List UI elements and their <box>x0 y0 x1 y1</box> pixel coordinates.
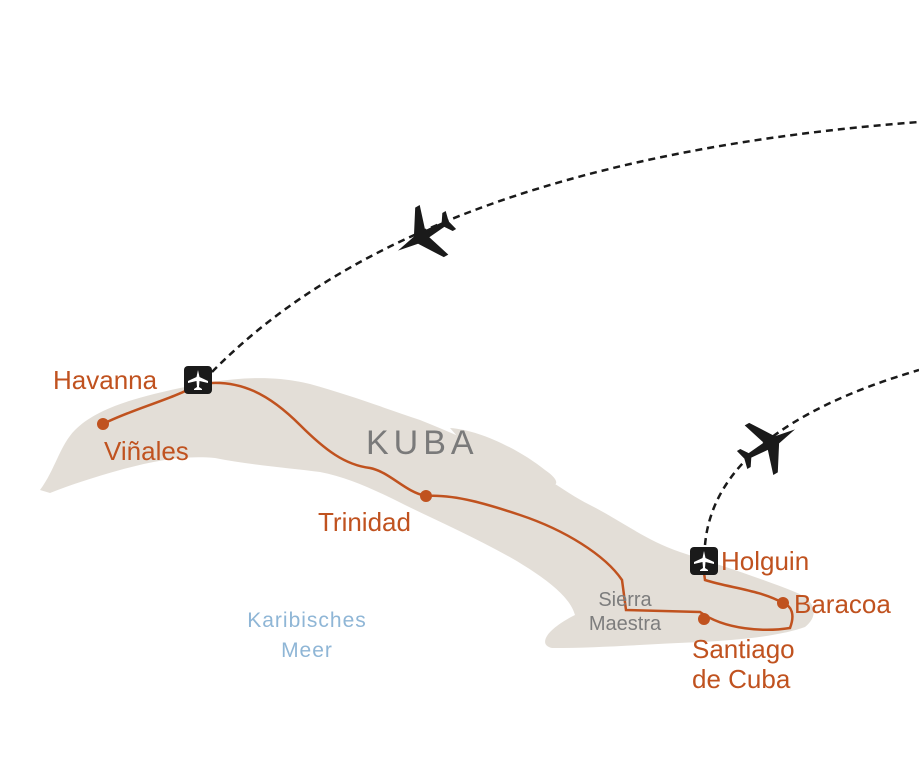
mountain-label-line: Maestra <box>588 613 662 635</box>
sea-label-line: Karibisches <box>247 609 367 632</box>
city-label-trinidad: Trinidad <box>318 507 411 537</box>
flight-path-east <box>703 368 919 546</box>
city-label-vinales: Viñales <box>104 436 189 466</box>
sea-label-line: Meer <box>281 639 333 662</box>
northern-cays <box>450 428 557 486</box>
airplane-icon <box>736 422 796 475</box>
flight-path-north <box>211 120 919 373</box>
tour-route <box>102 381 794 631</box>
city-label-havanna: Havanna <box>53 365 158 395</box>
city-label-line: de Cuba <box>692 664 791 694</box>
route-stop-dot <box>97 418 789 625</box>
city-label-santiago: Santiago de Cuba <box>692 634 795 694</box>
airport-icon[interactable] <box>184 366 212 394</box>
city-label-holguin: Holguin <box>721 546 810 576</box>
country-label: KUBA <box>366 424 479 462</box>
cuba-island <box>40 378 814 648</box>
airplane-icon <box>397 205 457 258</box>
city-label-line: Santiago <box>692 634 795 664</box>
airport-icon[interactable] <box>690 547 718 575</box>
city-label-baracoa: Baracoa <box>794 589 891 619</box>
mountain-label-line: Sierra <box>598 589 652 611</box>
mountain-label: Sierra Maestra <box>570 588 680 636</box>
sea-label: Karibisches Meer <box>222 606 392 666</box>
